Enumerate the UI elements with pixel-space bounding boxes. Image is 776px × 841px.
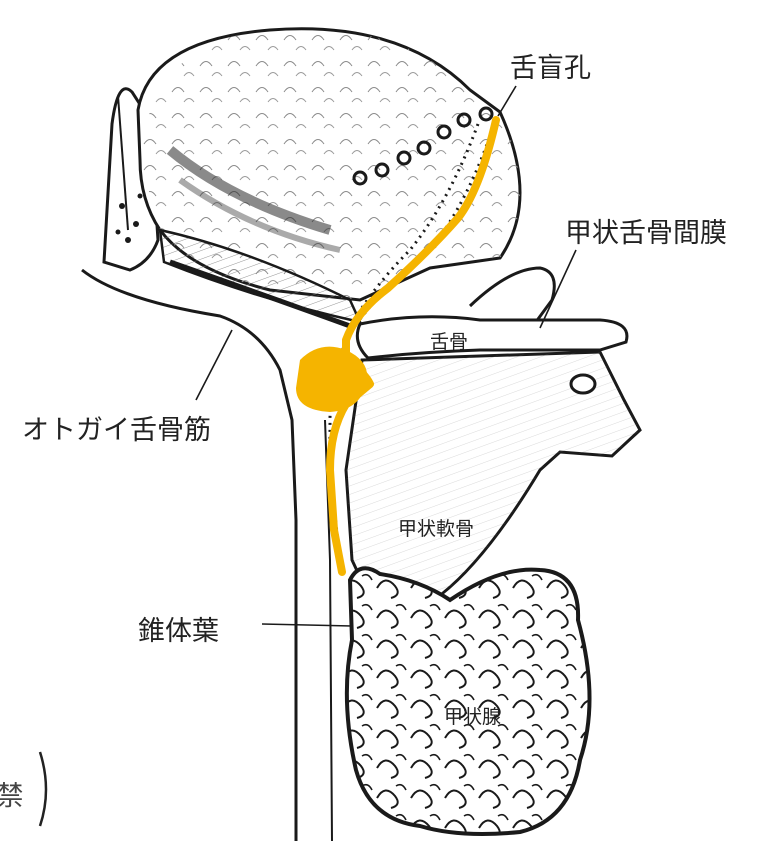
label-foramen-cecum: 舌盲孔 xyxy=(510,46,591,85)
edge-text-fragment: (禁 xyxy=(0,774,24,813)
label-thyroid-gland: 甲状腺 xyxy=(444,702,501,729)
edge-bracket xyxy=(40,752,46,826)
chin-outline xyxy=(82,270,296,841)
label-thyroid-cartilage: 甲状軟骨 xyxy=(398,514,474,541)
label-hyoid: 舌骨 xyxy=(430,327,468,354)
label-pyramidal-lobe: 錐体葉 xyxy=(138,609,219,648)
label-geniohyoid: オトガイ舌骨筋 xyxy=(22,408,211,447)
label-thyrohyoid-membrane: 甲状舌骨間膜 xyxy=(565,211,727,250)
